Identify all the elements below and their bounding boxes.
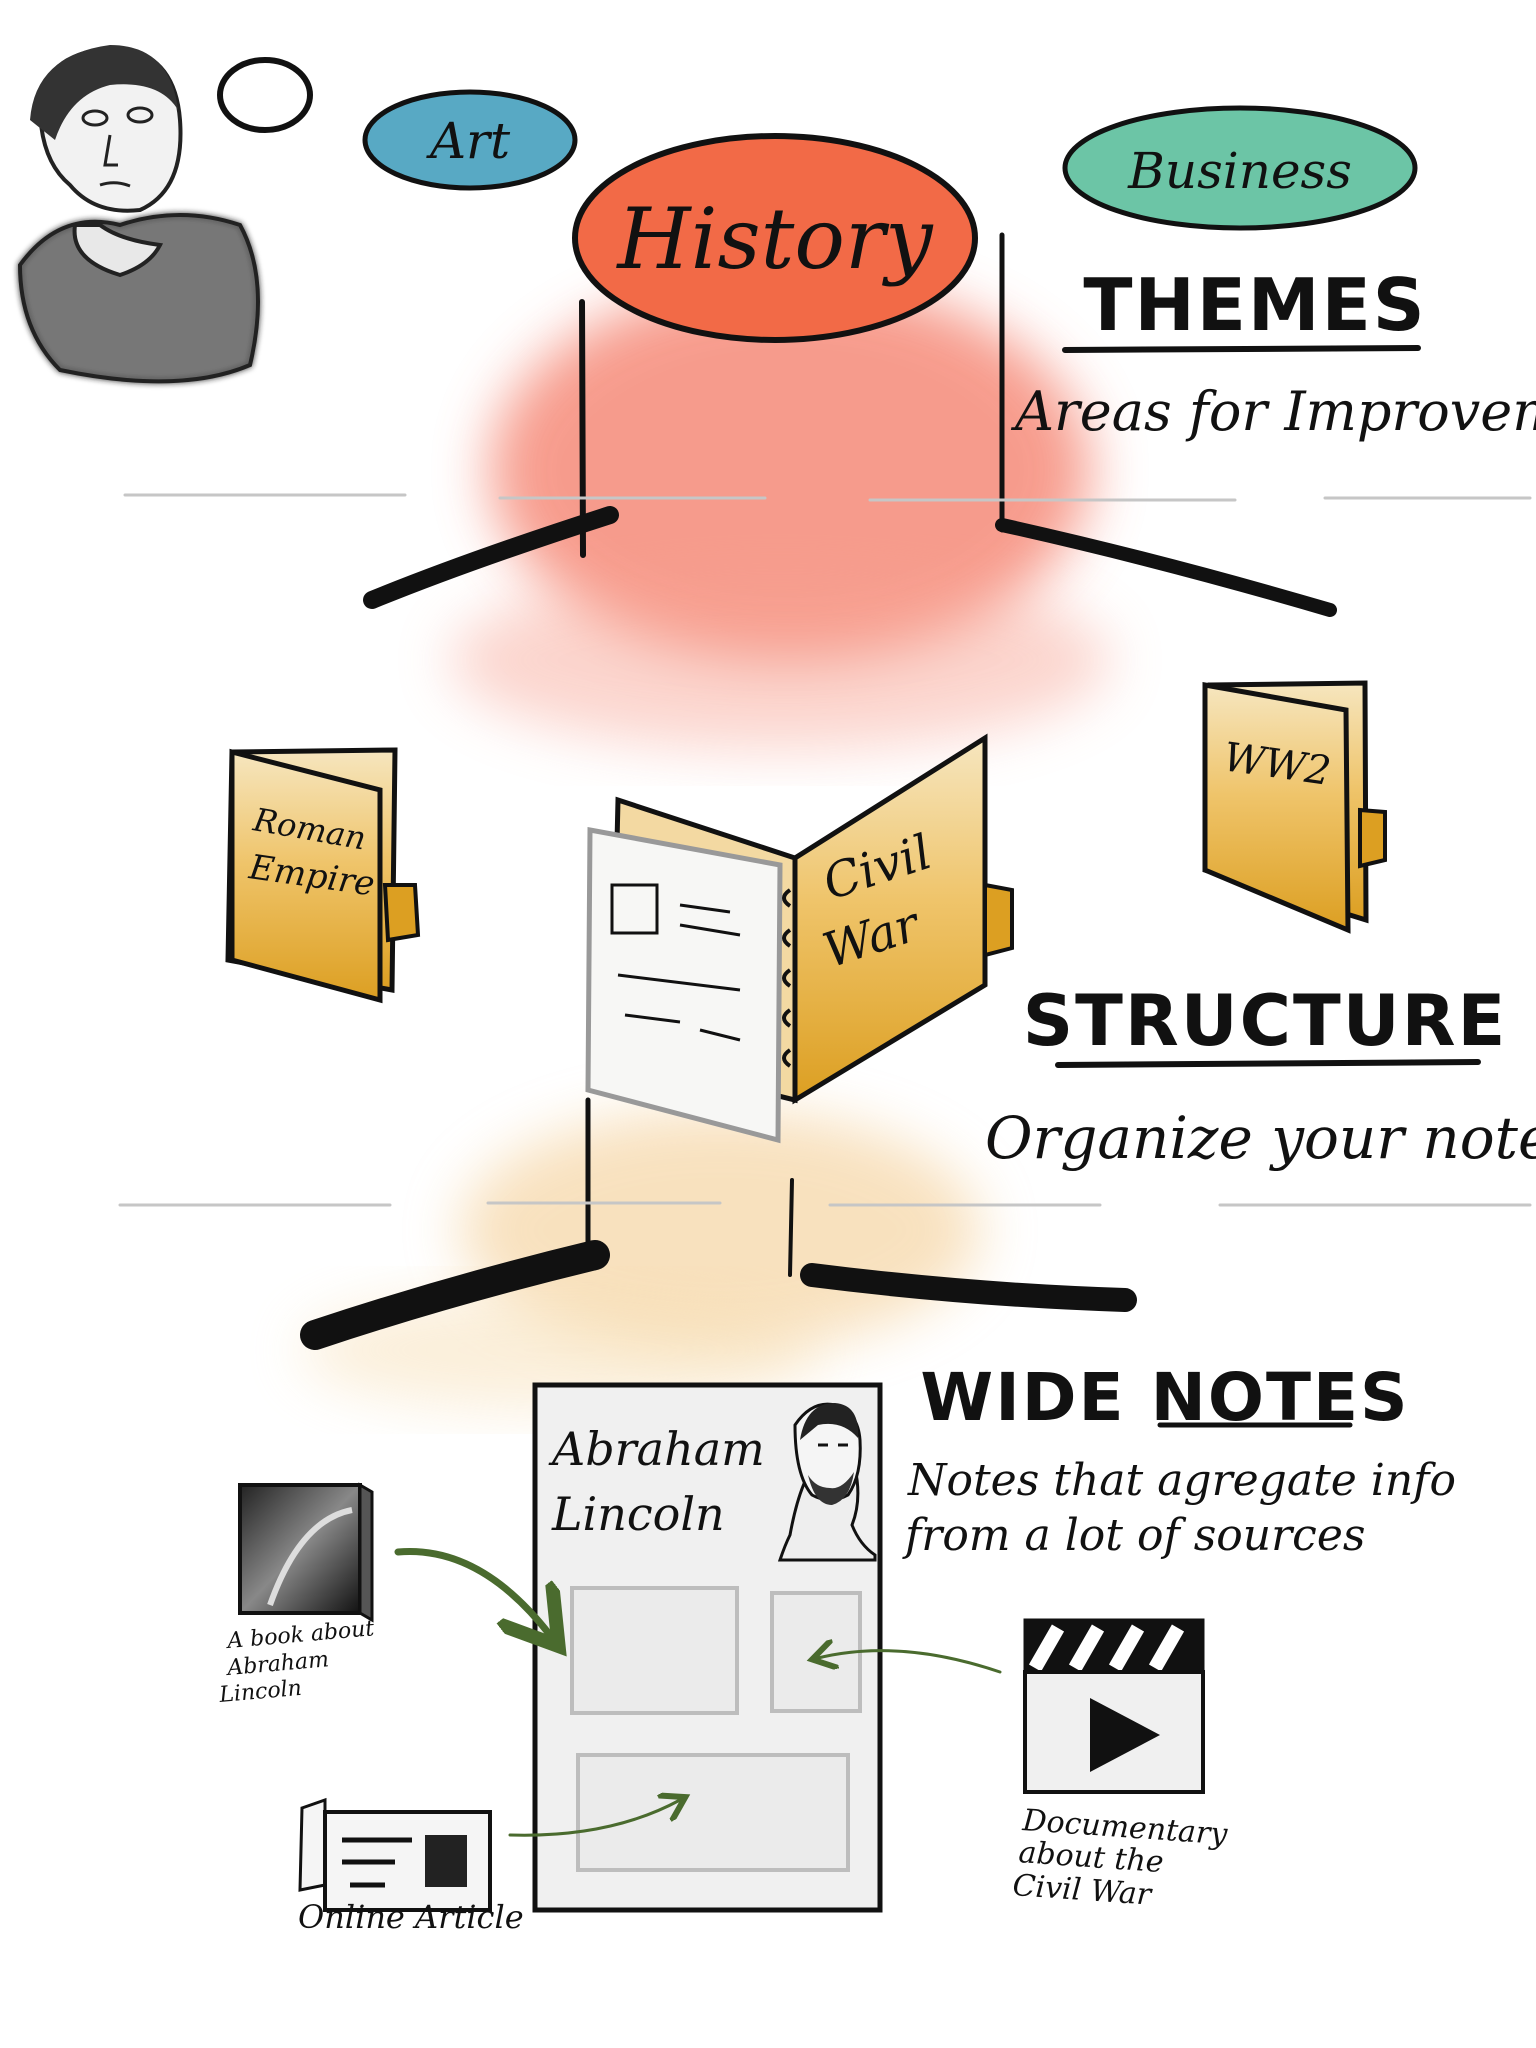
video-clapper-icon bbox=[1023, 1618, 1205, 1794]
article-label: Online Article bbox=[298, 1898, 524, 1936]
lincoln-portrait-icon bbox=[777, 1402, 877, 1562]
notebook-civil-war-icon: Civil War bbox=[585, 733, 1014, 1144]
wide-notes-subtitle-line-1: Notes that agregate info bbox=[907, 1455, 1456, 1506]
book-icon bbox=[238, 1482, 374, 1623]
topic-history-label: History bbox=[615, 190, 934, 288]
thinking-person-icon bbox=[17, 45, 260, 384]
shelf-guide-lines-bottom bbox=[118, 1201, 1532, 1207]
structure-heading: STRUCTURE bbox=[1023, 980, 1508, 1062]
arrow-documentary-to-note bbox=[818, 1651, 1002, 1674]
topic-history: History bbox=[572, 133, 978, 343]
book-label-line-1: A book about bbox=[224, 1616, 375, 1654]
topic-business-label: Business bbox=[1127, 142, 1352, 200]
newspaper-icon bbox=[298, 1797, 492, 1912]
gold-watercolor-wash bbox=[300, 1110, 980, 1410]
shelf-guide-lines-top bbox=[123, 493, 1532, 502]
arrow-article-to-note bbox=[508, 1800, 680, 1837]
topic-art-label: Art bbox=[426, 112, 511, 170]
themes-heading: THEMES bbox=[1083, 263, 1426, 347]
arrow-book-to-note bbox=[394, 1547, 550, 1635]
themes-underline bbox=[1062, 345, 1421, 353]
themes-subtitle: Areas for Improvement bbox=[1010, 380, 1536, 443]
topic-art: Art bbox=[362, 89, 578, 191]
thought-bubble-icon bbox=[217, 57, 313, 133]
structure-shelf bbox=[300, 1097, 1137, 1350]
source-documentary: Documentary about the Civil War bbox=[1011, 1618, 1229, 1913]
structure-underline bbox=[1055, 1059, 1481, 1068]
topic-business: Business bbox=[1062, 105, 1418, 231]
note-title-line-2: Lincoln bbox=[551, 1487, 725, 1541]
folder-roman-empire-icon: Roman Empire bbox=[225, 747, 421, 1004]
wide-notes-subtitle-line-2: from a lot of sources bbox=[902, 1510, 1365, 1561]
red-watercolor-wash bbox=[450, 280, 1110, 750]
themes-shelf bbox=[363, 232, 1337, 617]
source-online-article: Online Article bbox=[298, 1797, 524, 1936]
source-book: A book about Abraham Lincoln bbox=[217, 1482, 375, 1708]
note-block-large bbox=[570, 1586, 739, 1715]
note-title-line-1: Abraham bbox=[548, 1422, 765, 1476]
folder-ww2-icon: WW2 bbox=[1202, 680, 1387, 934]
structure-subtitle: Organize your notes bbox=[985, 1104, 1536, 1172]
note-block-wide bbox=[576, 1753, 850, 1872]
